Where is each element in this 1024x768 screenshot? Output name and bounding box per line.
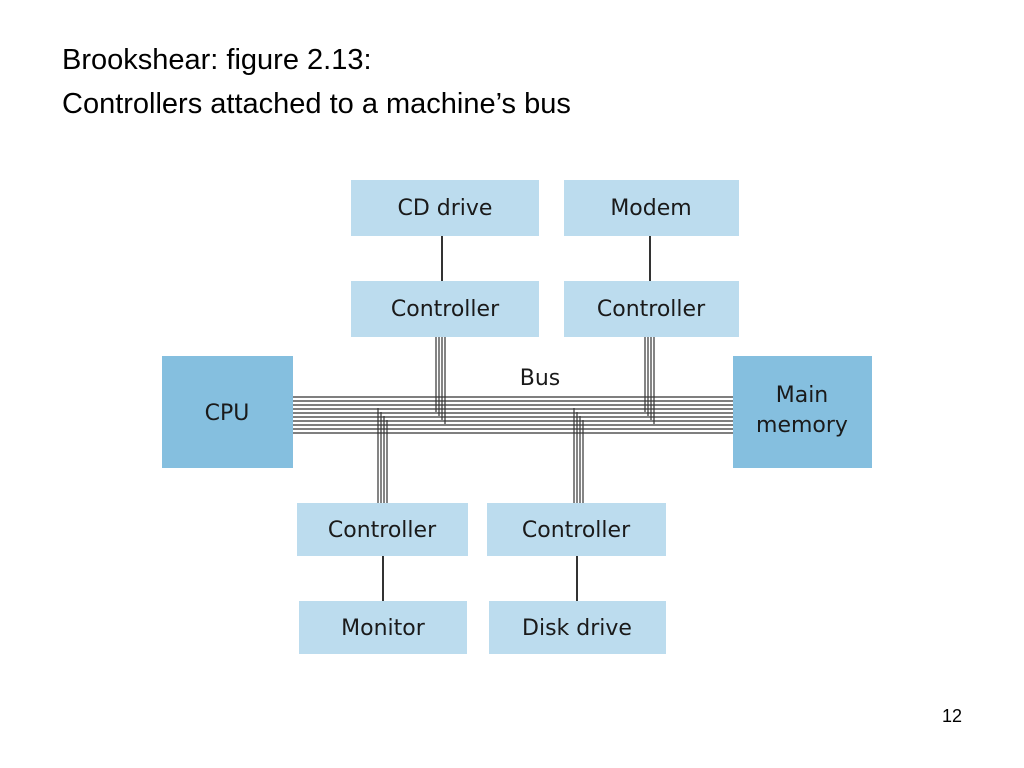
modem-controller-label: Controller: [597, 297, 706, 322]
monitor-controller-bundle: [377, 408, 388, 503]
monitor-box: Monitor: [299, 601, 467, 654]
device-links: [382, 236, 651, 601]
title-line-2: Controllers attached to a machine’s bus: [62, 88, 571, 120]
bus-lines: [293, 396, 733, 434]
monitor-controller-label: Controller: [328, 518, 437, 543]
modem-controller-box: Controller: [564, 281, 739, 337]
monitor-controller-box: Controller: [297, 503, 468, 556]
main-memory-box: Main memory: [733, 356, 872, 468]
disk-controller-bundle: [573, 408, 584, 503]
main-memory-label-line-2: memory: [756, 413, 848, 438]
cd-controller-bundle: [435, 337, 446, 424]
modem-label: Modem: [610, 196, 691, 221]
cd-drive-box: CD drive: [351, 180, 539, 236]
cd-controller-label: Controller: [391, 297, 500, 322]
cd-drive-label: CD drive: [398, 196, 493, 221]
disk-controller-box: Controller: [487, 503, 666, 556]
modem-box: Modem: [564, 180, 739, 236]
page-number: 12: [941, 706, 962, 726]
cpu-label: CPU: [205, 401, 250, 426]
slide-title: Brookshear: figure 2.13: Controllers att…: [62, 38, 571, 126]
monitor-label: Monitor: [341, 616, 426, 641]
bus-label: Bus: [520, 366, 561, 391]
disk-drive-box: Disk drive: [489, 601, 666, 654]
disk-drive-label: Disk drive: [522, 616, 632, 641]
modem-controller-bundle: [644, 337, 655, 424]
disk-controller-label: Controller: [522, 518, 631, 543]
cd-controller-box: Controller: [351, 281, 539, 337]
title-line-1: Brookshear: figure 2.13:: [62, 44, 372, 76]
main-memory-label-line-1: Main: [776, 383, 829, 408]
cpu-box: CPU: [162, 356, 293, 468]
